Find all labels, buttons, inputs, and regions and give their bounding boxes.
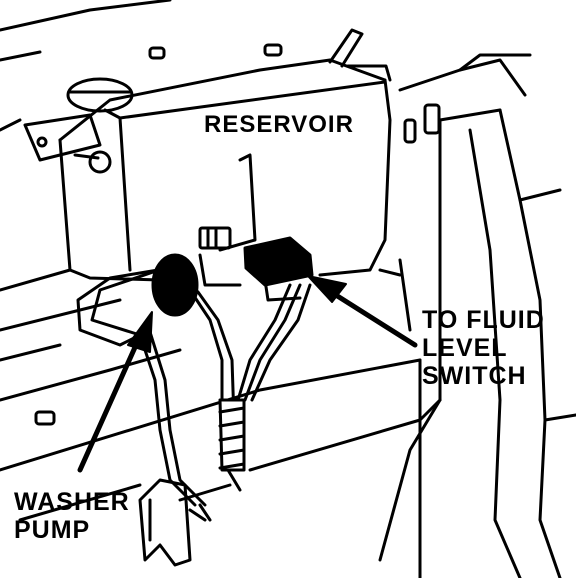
- washer-pump-label-line-1: WASHER: [14, 488, 130, 516]
- reservoir-label: RESERVOIR: [204, 111, 354, 138]
- washer-pump: [151, 253, 199, 317]
- fluid-switch-label-line-1: TO FLUID: [422, 306, 545, 334]
- washer-pump-label: WASHER PUMP: [14, 488, 130, 544]
- pump-callout-arrow: [77, 311, 153, 473]
- washer-pump-label-line-2: PUMP: [14, 516, 91, 544]
- fluid-switch-label-line-2: LEVEL: [422, 334, 508, 362]
- wiring-harness: [76, 266, 312, 522]
- switch-callout-arrow: [307, 275, 418, 348]
- fluid-level-switch-label: TO FLUID LEVEL SWITCH: [422, 306, 545, 390]
- fluid-level-switch: [243, 236, 314, 287]
- fluid-switch-label-line-3: SWITCH: [422, 362, 527, 390]
- reservoir-tank: [23, 28, 392, 302]
